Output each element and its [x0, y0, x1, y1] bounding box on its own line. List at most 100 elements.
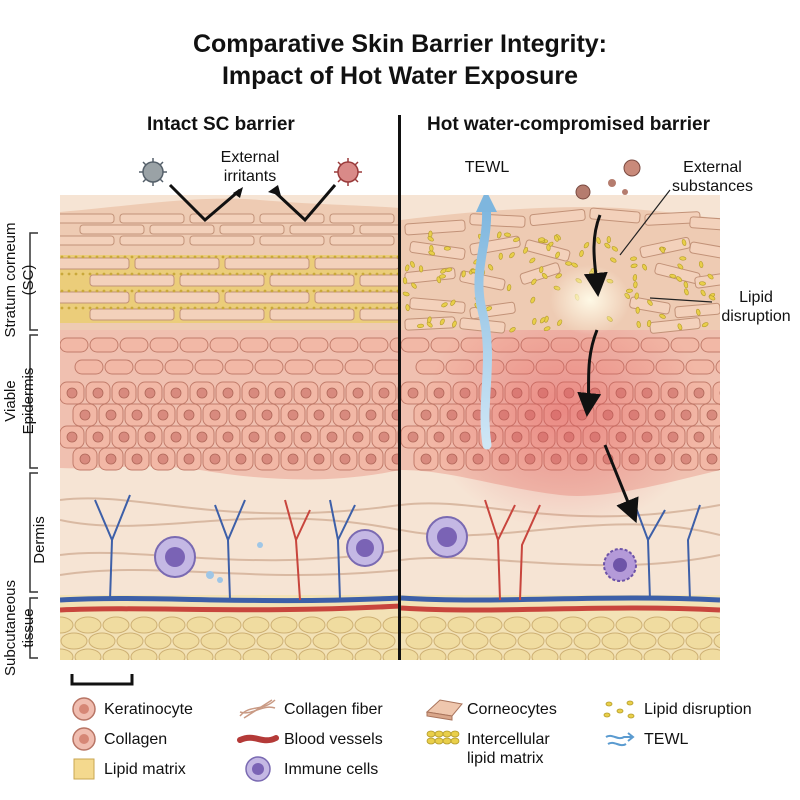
- nucleus: [339, 453, 351, 465]
- pointer-line: [649, 297, 713, 303]
- lipid-dot: [249, 306, 253, 310]
- collagen-fiber-icon: [239, 699, 276, 719]
- lipid-dot: [172, 255, 176, 259]
- lipid-dot: [298, 255, 302, 259]
- lipid-dot: [74, 306, 78, 310]
- keratinocyte: [359, 337, 389, 353]
- fat-cell: [326, 616, 354, 634]
- lipid-dot: [88, 272, 92, 276]
- lipid-dot: [249, 255, 253, 259]
- lipid-fragment: [698, 261, 704, 268]
- keratinocyte: [194, 359, 224, 375]
- corneocyte: [60, 235, 115, 246]
- lipid-dot: [256, 306, 260, 310]
- fat-cell: [130, 648, 158, 660]
- keratinocyte: [401, 337, 430, 353]
- lipid-fragment: [405, 304, 410, 312]
- lipid-dot: [263, 289, 267, 293]
- lipid-dot: [179, 289, 183, 293]
- fat-cell: [88, 632, 116, 650]
- fat-cell: [503, 616, 531, 634]
- corneocyte-bricks: [60, 213, 398, 323]
- lipid-dot: [382, 255, 386, 259]
- lipid-dot: [375, 272, 379, 276]
- lipid-fragment: [701, 322, 709, 328]
- fat-cell: [685, 632, 713, 650]
- lipid-fragment: [546, 244, 551, 252]
- nucleus: [248, 431, 260, 443]
- fat-cell: [60, 648, 74, 660]
- lipid-dot: [193, 272, 197, 276]
- corneocyte: [149, 224, 215, 235]
- lipid-dot: [123, 289, 127, 293]
- lipid-fragment: [579, 250, 584, 257]
- lipid-dot: [298, 306, 302, 310]
- nucleus: [235, 453, 247, 465]
- lipid-dot: [186, 272, 190, 276]
- lipid-fragment: [634, 292, 639, 300]
- nucleus: [407, 431, 419, 443]
- nucleus: [300, 387, 312, 399]
- lipid-dot: [270, 255, 274, 259]
- fat-cell: [256, 632, 284, 650]
- fat-cell: [242, 648, 270, 660]
- lipid-dot: [284, 255, 288, 259]
- lipid-fragment: [596, 237, 601, 245]
- nucleus: [79, 409, 91, 421]
- lipid-dot: [74, 272, 78, 276]
- legend-label-keratinocyte: Keratinocyte: [104, 701, 193, 718]
- lipid-dot: [81, 306, 85, 310]
- keratinocyte: [299, 337, 329, 353]
- lipid-dot: [172, 289, 176, 293]
- lipid-fragment: [418, 265, 424, 273]
- corneocyte: [589, 207, 641, 224]
- fat-cell: [629, 632, 657, 650]
- lipid-dot: [298, 272, 302, 276]
- lipid-dot: [214, 306, 218, 310]
- lipid-dot: [130, 306, 134, 310]
- lipid-dot: [228, 306, 232, 310]
- fat-cell: [214, 616, 242, 634]
- lipid-dot: [193, 255, 197, 259]
- lipid-dot: [144, 289, 148, 293]
- corneocyte: [314, 291, 398, 304]
- lipid-dot: [326, 306, 330, 310]
- fat-cell: [340, 632, 368, 650]
- lipid-dot: [242, 306, 246, 310]
- intercellular-lipid-matrix-icon: [426, 730, 460, 745]
- lipid-fragment: [436, 276, 442, 284]
- penetration-arrow: [583, 214, 608, 297]
- nucleus: [391, 409, 398, 421]
- lipid-dot: [67, 289, 71, 293]
- nucleus: [196, 431, 208, 443]
- lipid-fragment: [707, 273, 714, 280]
- fat-cell: [382, 616, 398, 634]
- corneocyte: [179, 274, 265, 287]
- lipid-dot: [95, 306, 99, 310]
- keratinocyte: [74, 359, 104, 375]
- fat-cell: [475, 648, 503, 660]
- lipid-fragment: [402, 291, 410, 297]
- fat-cell: [158, 616, 186, 634]
- lipid-dot: [186, 255, 190, 259]
- keratinocyte: [374, 359, 398, 375]
- nucleus: [407, 387, 419, 399]
- lipid-fragment: [411, 282, 417, 289]
- irritant-arrow: [273, 184, 337, 223]
- lipid-dot: [207, 272, 211, 276]
- lipid-fragment: [683, 281, 689, 289]
- corneocyte: [119, 213, 185, 224]
- lipid-dot: [60, 306, 64, 310]
- lipid-fragment: [443, 246, 451, 251]
- nucleus: [66, 387, 78, 399]
- legend-label-collagen: Collagen: [104, 731, 168, 748]
- lipid-fragment: [630, 263, 638, 268]
- lipid-dot: [158, 306, 162, 310]
- keratinocyte: [119, 337, 149, 353]
- fat-cell: [74, 616, 102, 634]
- corneocyte: [404, 219, 466, 236]
- lipid-fragment: [509, 252, 515, 259]
- lipid-dot: [354, 255, 358, 259]
- keratinocyte: [104, 359, 134, 375]
